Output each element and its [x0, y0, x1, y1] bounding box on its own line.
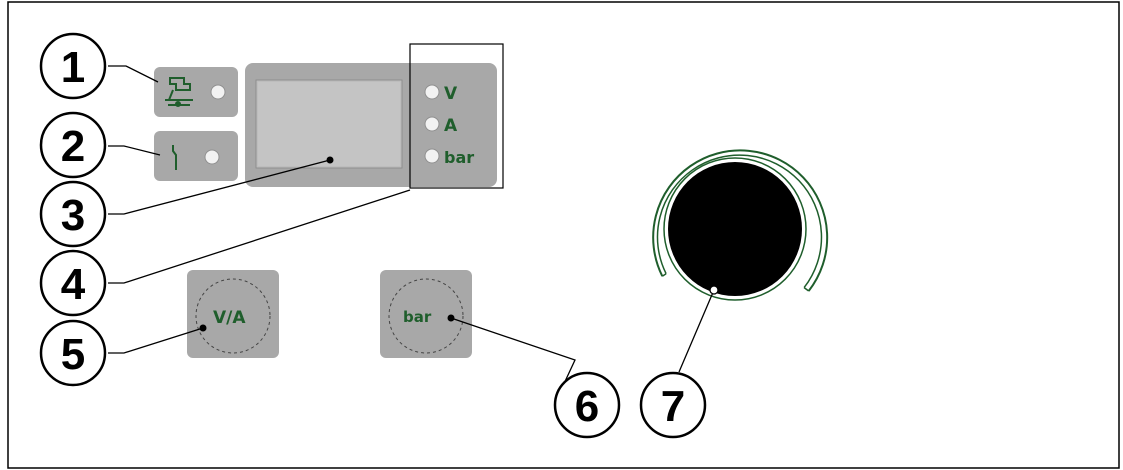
knob-scale-arc-outer	[652, 149, 829, 292]
wire-feed-led	[210, 84, 226, 100]
leader-dot-7	[709, 285, 719, 295]
indicator-group-outline	[409, 43, 504, 189]
wire-feeder-icon	[165, 77, 193, 107]
callout-label-3: 3	[61, 191, 85, 240]
leader-dot-3	[326, 156, 334, 164]
callout-1: 1	[39, 32, 107, 100]
panel-frame	[7, 1, 1120, 469]
callout-7: 7	[639, 371, 707, 439]
callout-5: 5	[39, 319, 107, 387]
leader-1	[108, 65, 159, 83]
leader-dot-6	[447, 314, 455, 322]
callout-label-5: 5	[61, 330, 85, 379]
knob-scale-arc-inner	[656, 154, 823, 289]
callout-label-2: 2	[61, 122, 85, 171]
leader-4	[108, 189, 411, 284]
callout-3: 3	[39, 180, 107, 248]
indicator-label-amp: A	[444, 116, 458, 136]
torch-trigger-icon	[172, 145, 177, 170]
knob-bezel	[663, 157, 807, 301]
callout-label-1: 1	[61, 43, 85, 92]
callout-2: 2	[39, 111, 107, 179]
leader-dots	[199, 156, 455, 332]
callout-label-4: 4	[61, 260, 86, 309]
callout-6: 6	[553, 371, 621, 439]
leader-5	[108, 327, 204, 354]
mode-button-wire-feed[interactable]	[154, 67, 238, 117]
leader-7	[678, 289, 715, 373]
leader-3	[108, 159, 331, 215]
display-panel	[245, 63, 497, 187]
leader-dot-5	[199, 324, 207, 332]
callout-4: 4	[39, 249, 107, 317]
bar-button-label: bar	[403, 308, 432, 326]
va-button-label: V/A	[213, 308, 246, 328]
callout-label-6: 6	[575, 382, 599, 431]
callout-label-7: 7	[661, 382, 685, 431]
indicator-label-volt: V	[444, 84, 458, 104]
knob-cap	[668, 162, 802, 296]
leader-2	[108, 145, 161, 156]
indicator-label-bar: bar	[444, 148, 474, 167]
mode-button-torch-trigger[interactable]	[154, 131, 238, 181]
indicator-led-amp: A	[424, 116, 458, 136]
bar-button[interactable]: bar	[380, 270, 472, 358]
torch-trigger-led	[204, 149, 220, 165]
leader-lines	[108, 65, 715, 404]
va-button[interactable]: V/A	[187, 270, 279, 358]
encoder-knob[interactable]	[652, 149, 829, 301]
indicator-led-volt: V	[424, 84, 458, 104]
indicator-led-bar: bar	[424, 148, 474, 167]
